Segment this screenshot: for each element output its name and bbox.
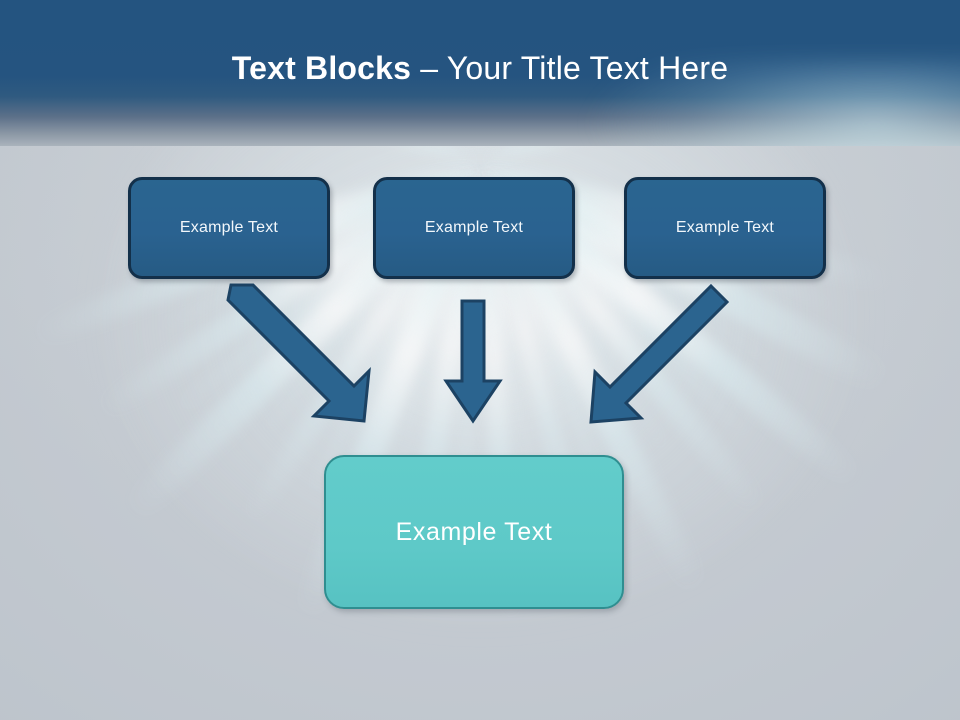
title-band [0,0,960,146]
text-block-3-label: Example Text [675,219,775,236]
header-sheen [580,60,960,146]
page-title-rest: Your Title Text Here [446,50,729,86]
page-title: Text Blocks – Your Title Text Here [0,48,960,88]
text-block-2[interactable]: Example Text [373,177,575,279]
text-block-3[interactable]: Example Text [624,177,826,279]
text-block-2-label: Example Text [424,219,524,236]
page-title-bold: Text Blocks [231,50,412,86]
text-block-1-label: Example Text [179,219,279,236]
text-block-1[interactable]: Example Text [128,177,330,279]
result-text-block[interactable]: Example Text [324,455,624,609]
result-text-block-label: Example Text [395,518,553,546]
page-title-separator: – [411,50,447,86]
